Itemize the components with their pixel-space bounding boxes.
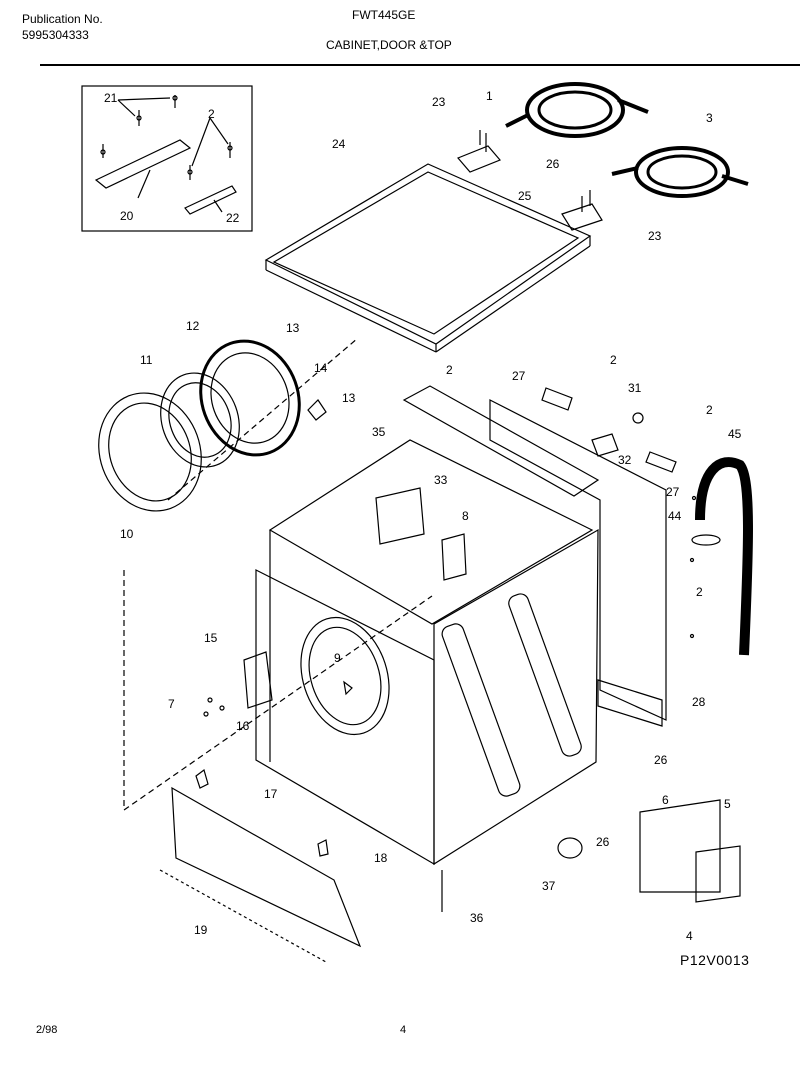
callout-22: 22 — [226, 211, 240, 225]
callout-12: 12 — [186, 319, 200, 333]
callout-14: 14 — [314, 361, 328, 375]
callout-28: 28 — [692, 695, 706, 709]
callout-16: 16 — [236, 719, 250, 733]
callout-20: 20 — [120, 209, 134, 223]
cabinet — [255, 439, 599, 866]
section-title: CABINET,DOOR &TOP — [326, 38, 452, 52]
model-number: FWT445GE — [352, 8, 416, 22]
callout-3: 3 — [706, 111, 713, 125]
callout-10: 10 — [120, 527, 134, 541]
callout-35: 35 — [372, 425, 386, 439]
drain-hose — [691, 457, 753, 656]
callout-36: 36 — [470, 911, 484, 925]
callout-5: 5 — [724, 797, 731, 811]
hoses — [505, 82, 749, 198]
callout-18: 18 — [374, 851, 388, 865]
callout-31: 31 — [628, 381, 642, 395]
callout-4: 4 — [686, 929, 693, 943]
callout-23-top: 23 — [432, 95, 446, 109]
rear-frame — [402, 385, 677, 727]
callout-27-upper: 27 — [512, 369, 526, 383]
callout-11: 11 — [140, 353, 153, 367]
callout-17: 17 — [264, 787, 278, 801]
callout-2-inset: 2 — [208, 107, 215, 121]
callout-15: 15 — [204, 631, 218, 645]
publication-number: 5995304333 — [22, 28, 89, 42]
figure-id: P12V0013 — [680, 952, 750, 968]
footer-date: 2/98 — [36, 1024, 58, 1036]
header-rule — [40, 64, 800, 66]
callout-2-right: 2 — [706, 403, 713, 417]
callout-13-top: 13 — [286, 321, 300, 335]
page-number: 4 — [400, 1024, 407, 1036]
callout-8: 8 — [462, 509, 469, 523]
callout-2-frame: 2 — [446, 363, 453, 377]
callout-45: 45 — [728, 427, 742, 441]
misc-parts — [343, 412, 697, 696]
callout-23-right: 23 — [648, 229, 662, 243]
callout-24: 24 — [332, 137, 346, 151]
callout-labels: 1 3 21 2 20 22 23 24 26 25 23 12 13 11 1… — [104, 89, 742, 943]
callout-19: 19 — [194, 923, 208, 937]
door-assembly — [98, 337, 433, 812]
callout-27-lower: 27 — [666, 485, 680, 499]
callout-1: 1 — [486, 89, 493, 103]
callout-7: 7 — [168, 697, 175, 711]
callout-2-upper: 2 — [610, 353, 617, 367]
publication-label: Publication No. — [22, 12, 103, 26]
callout-26-base: 26 — [596, 835, 610, 849]
callout-25: 25 — [518, 189, 532, 203]
callout-21: 21 — [104, 91, 118, 105]
callout-13-side: 13 — [342, 391, 356, 405]
callout-37: 37 — [542, 879, 556, 893]
callout-9: 9 — [334, 651, 341, 665]
top-brackets — [456, 130, 603, 231]
inset-box — [81, 85, 253, 232]
callout-6: 6 — [662, 793, 669, 807]
kick-panel — [159, 768, 741, 963]
callout-26-lower: 26 — [654, 753, 668, 767]
top-panel — [264, 163, 592, 353]
callout-33: 33 — [434, 473, 448, 487]
callout-44: 44 — [668, 509, 682, 523]
callout-26-top: 26 — [546, 157, 560, 171]
door-hinge — [203, 651, 273, 717]
callout-2-lower: 2 — [696, 585, 703, 599]
callout-32: 32 — [618, 453, 632, 467]
